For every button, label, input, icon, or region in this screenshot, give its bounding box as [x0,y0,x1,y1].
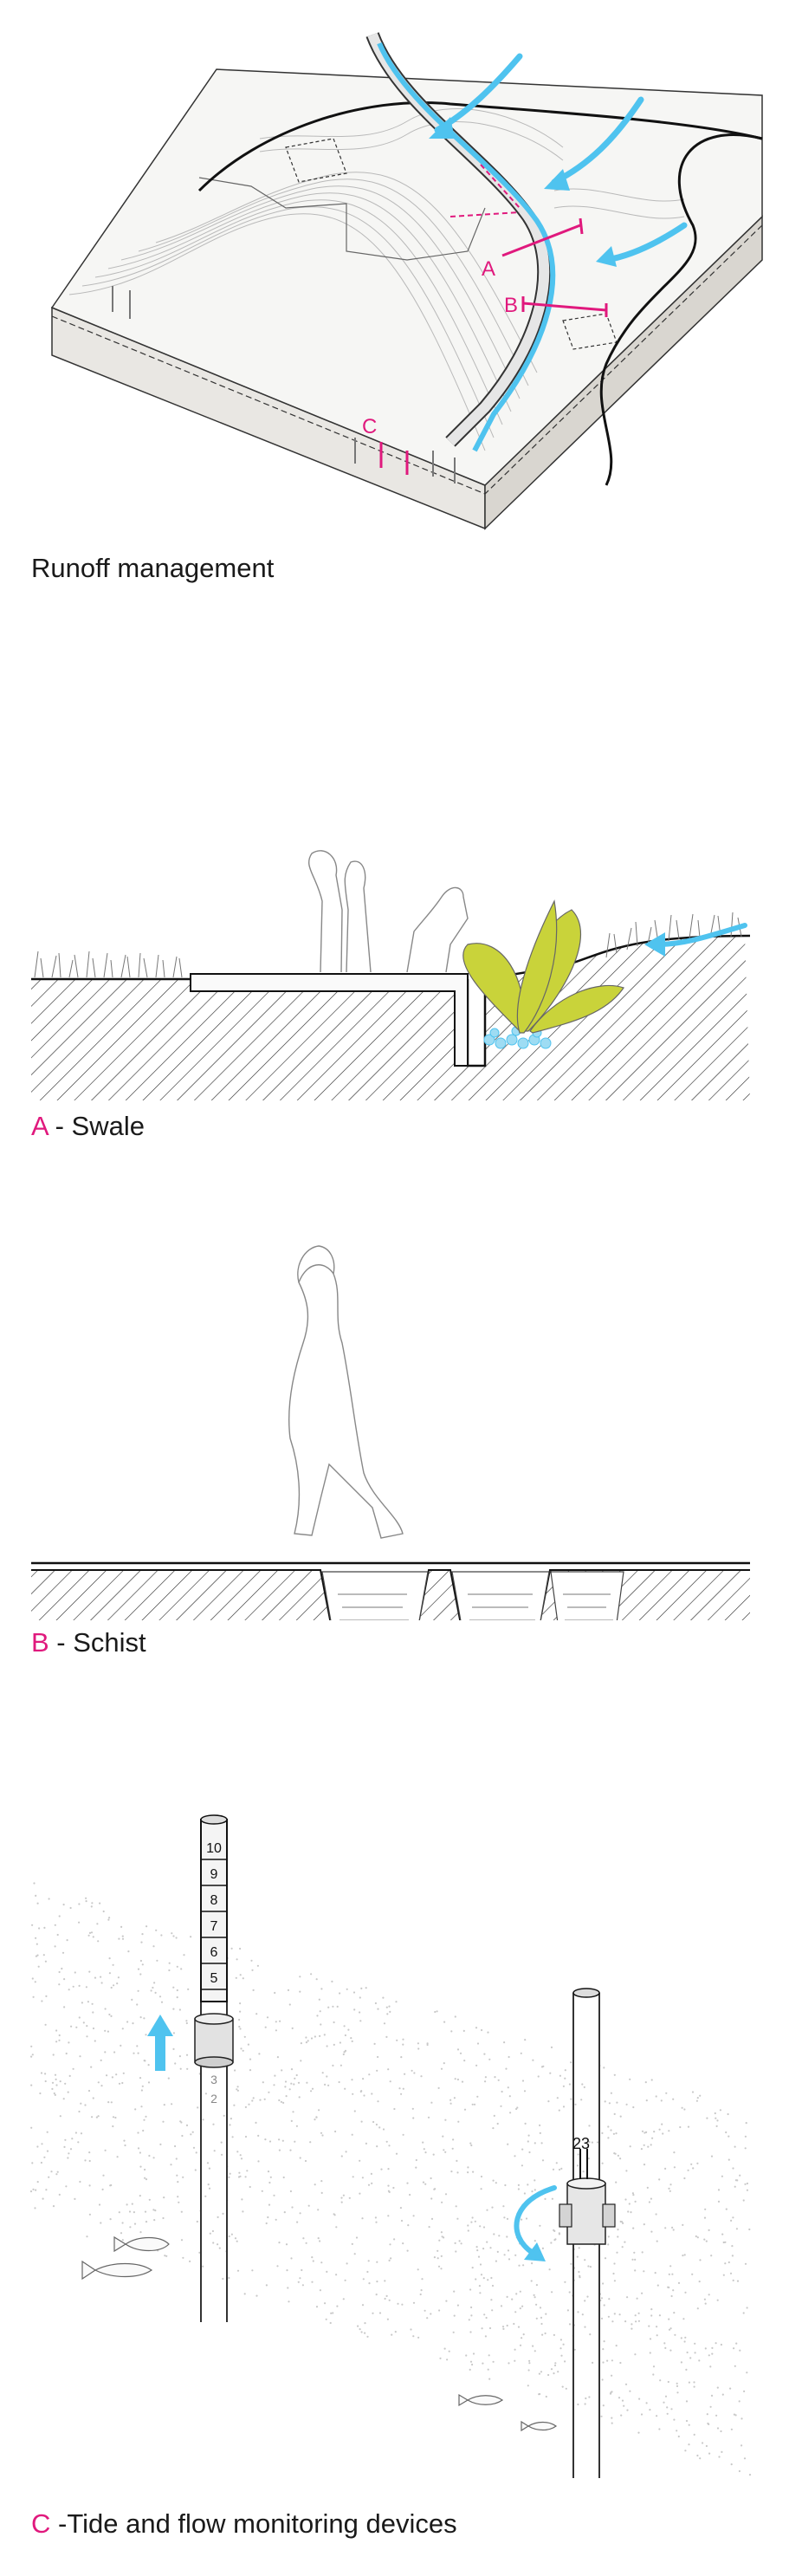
swale-section [31,850,751,1100]
caption-schist: B - Schist [31,1627,146,1658]
swale-water [377,42,556,452]
rising-arrow [147,2015,173,2071]
schist-section [31,1245,750,1620]
rotation-arrowhead [524,2242,546,2261]
swale-runoff-arrowhead [644,932,665,957]
caption-runoff: Runoff management [31,553,275,583]
caption-swale-letter: A [31,1111,48,1141]
gauge-lower-number: 2 [210,2092,217,2106]
contour-lines [68,108,685,451]
dial-reading: 23 [572,2135,590,2152]
tide-gauge-left: 10 9 8 7 6 5 3 2 [194,1814,234,2322]
section-markers [379,217,608,475]
schist-panel: B - Schist [0,1213,789,1698]
gauge-number: 9 [210,1867,218,1882]
tide-devices: 10 9 8 7 6 5 3 2 23 [29,1814,752,2478]
caption-swale-text: - Swale [47,1111,145,1141]
gauge-lower-number: 3 [210,2073,217,2086]
swale-plant [462,899,624,1034]
caption-tide-letter: C [31,2508,51,2539]
caption-schist-text: - Schist [49,1627,146,1658]
schist-trenches [321,1571,624,1620]
runoff-block-diagram: A B C [50,32,763,530]
tide-panel: 10 9 8 7 6 5 3 2 23 [0,1785,789,2576]
walking-figure [288,1245,404,1539]
ground-hatch [31,936,750,1100]
gauge-number: 7 [210,1919,218,1934]
runoff-management-panel: A B C Runoff management [0,0,789,607]
caption-swale: A - Swale [31,1111,145,1142]
caption-schist-letter: B [31,1627,49,1658]
rotation-arrow [514,2185,557,2255]
monitoring-posts [112,286,456,483]
terrace-outline [198,177,486,261]
swale-panel: A - Swale [0,780,789,1196]
swale-runoff-arrow [656,923,747,947]
dashed-boundary [51,224,763,495]
watershed-line [197,101,763,192]
terrain-top-surface [50,68,763,486]
fish-group [81,2235,558,2432]
dashed-plot-1 [285,138,347,183]
walkway-slab [190,973,469,1067]
gauge-number: 5 [210,1971,218,1986]
gauge-number: 10 [206,1841,222,1856]
stream-line [599,133,763,486]
flow-meter-right: 23 [559,1988,616,2478]
map-label-b: B [504,294,518,317]
caption-tide: C -Tide and flow monitoring devices [31,2508,457,2540]
stippled-water [29,1882,752,2476]
map-label-a: A [482,257,495,281]
grass-left [34,951,183,978]
caption-tide-text: -Tide and flow monitoring devices [50,2508,457,2539]
gauge-number: 6 [210,1945,218,1960]
grass-right [605,912,742,958]
people-silhouettes [307,850,469,973]
map-label-c: C [362,415,377,438]
runoff-arrowheads [429,117,617,267]
gauge-number: 8 [210,1893,218,1908]
